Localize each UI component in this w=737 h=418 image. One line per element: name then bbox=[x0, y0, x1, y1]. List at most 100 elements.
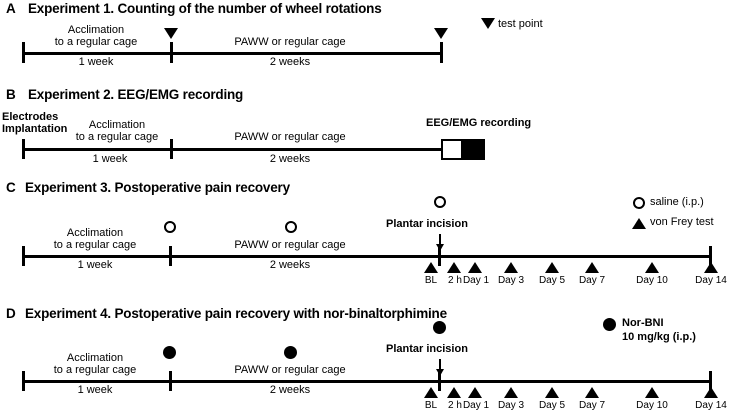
open-circle-icon-saline-incision bbox=[434, 196, 446, 208]
panel-d-phase2-duration: 2 weeks bbox=[269, 384, 311, 396]
panel-c-heading: Experiment 3. Postoperative pain recover… bbox=[25, 180, 290, 195]
panel-d-testpoint-2h: 2 h bbox=[448, 400, 462, 411]
panel-a-axis bbox=[22, 52, 443, 55]
panel-c-axis-end-cap bbox=[709, 246, 712, 266]
panel-b-recording-label: EEG/EMG recording bbox=[426, 117, 532, 129]
panel-a-axis-end-cap bbox=[440, 42, 443, 63]
triangle-up-icon-d-day3 bbox=[504, 387, 518, 398]
panel-c-phase1-line1: Acclimation bbox=[66, 227, 124, 239]
panel-c-testpoint-day7: Day 7 bbox=[578, 275, 606, 286]
panel-d-phase1-line2: to a regular cage bbox=[53, 364, 137, 376]
panel-b-axis bbox=[22, 148, 444, 151]
legend-label-testpoint: test point bbox=[498, 18, 543, 30]
triangle-up-icon-d-bl bbox=[424, 387, 438, 398]
panel-c-testpoint-bl: BL bbox=[424, 275, 438, 286]
panel-a-phase2-label: PAWW or regular cage bbox=[234, 36, 346, 48]
panel-b-phase1-duration: 1 week bbox=[92, 153, 128, 165]
panel-c-phase1-duration: 1 week bbox=[77, 259, 113, 271]
panel-d-tick-week1 bbox=[169, 371, 172, 391]
panel-b-letter: B bbox=[6, 87, 16, 102]
panel-c-axis bbox=[22, 255, 712, 258]
panel-b-phase2-duration: 2 weeks bbox=[269, 153, 311, 165]
legend-label-vonfrey: von Frey test bbox=[650, 216, 714, 228]
panel-b-phase2-label: PAWW or regular cage bbox=[234, 131, 346, 143]
legend-label-norbni-line1: Nor-BNI bbox=[622, 317, 664, 329]
triangle-down-icon-week3 bbox=[434, 28, 448, 39]
panel-c-phase2-label: PAWW or regular cage bbox=[234, 239, 346, 251]
panel-a-axis-start-cap bbox=[22, 42, 25, 63]
panel-b-start-label-line2: Implantation bbox=[2, 123, 68, 135]
panel-a-phase1-line1: Acclimation bbox=[67, 24, 125, 36]
panel-b-axis-start-cap bbox=[22, 139, 25, 159]
open-circle-icon-saline-week1 bbox=[164, 221, 176, 233]
panel-d-testpoint-day7: Day 7 bbox=[578, 400, 606, 411]
panel-d-tick-incision bbox=[438, 371, 441, 391]
triangle-up-icon-d-2h bbox=[447, 387, 461, 398]
legend-label-saline: saline (i.p.) bbox=[650, 196, 704, 208]
panel-d-testpoint-day14: Day 14 bbox=[695, 400, 727, 411]
legend-triangle-up-icon-vonfrey bbox=[632, 218, 646, 229]
panel-d-testpoint-day1: Day 1 bbox=[462, 400, 490, 411]
panel-c-testpoint-day5: Day 5 bbox=[538, 275, 566, 286]
panel-c-testpoint-day10: Day 10 bbox=[636, 275, 668, 286]
legend-label-norbni-line2: 10 mg/kg (i.p.) bbox=[622, 331, 696, 343]
filled-circle-icon-norbni-week2 bbox=[284, 346, 297, 359]
triangle-up-icon-d-day5 bbox=[545, 387, 559, 398]
triangle-up-icon-c-bl bbox=[424, 262, 438, 273]
panel-c-testpoint-2h: 2 h bbox=[448, 275, 462, 286]
panel-d-incision-label: Plantar incision bbox=[386, 343, 468, 355]
panel-c-testpoint-day14: Day 14 bbox=[695, 275, 727, 286]
triangle-up-icon-c-2h bbox=[447, 262, 461, 273]
triangle-up-icon-c-day1 bbox=[468, 262, 482, 273]
filled-circle-icon-norbni-week1 bbox=[163, 346, 176, 359]
panel-d-phase2-label: PAWW or regular cage bbox=[234, 364, 346, 376]
panel-a-phase2-duration: 2 weeks bbox=[269, 56, 311, 68]
panel-a-tick-week1 bbox=[170, 42, 173, 63]
triangle-down-icon-week1 bbox=[164, 28, 178, 39]
panel-d-phase1-line1: Acclimation bbox=[66, 352, 124, 364]
panel-c-letter: C bbox=[6, 180, 16, 195]
triangle-up-icon-c-day5 bbox=[545, 262, 559, 273]
legend-triangle-down-icon-testpoint bbox=[481, 18, 495, 29]
panel-c-tick-incision bbox=[438, 246, 441, 266]
panel-c-incision-arrow-icon bbox=[436, 234, 444, 251]
panel-b-tick-week1 bbox=[170, 139, 173, 159]
panel-a-phase1-duration: 1 week bbox=[78, 56, 114, 68]
panel-a-letter: A bbox=[6, 1, 16, 16]
panel-c-phase2-duration: 2 weeks bbox=[269, 259, 311, 271]
panel-c-tick-week1 bbox=[169, 246, 172, 266]
eeg-block-light bbox=[441, 139, 463, 160]
panel-d-axis-end-cap bbox=[709, 371, 712, 391]
triangle-up-icon-d-day10 bbox=[645, 387, 659, 398]
triangle-up-icon-c-day7 bbox=[585, 262, 599, 273]
panel-a-heading: Experiment 1. Counting of the number of … bbox=[28, 1, 382, 16]
panel-c-testpoint-day1: Day 1 bbox=[462, 275, 490, 286]
panel-d-axis-start-cap bbox=[22, 371, 25, 391]
panel-d-testpoint-day10: Day 10 bbox=[636, 400, 668, 411]
triangle-up-icon-c-day3 bbox=[504, 262, 518, 273]
panel-d-heading: Experiment 4. Postoperative pain recover… bbox=[25, 306, 447, 321]
panel-b-phase1-line1: Acclimation bbox=[88, 119, 146, 131]
panel-c-testpoint-day3: Day 3 bbox=[497, 275, 525, 286]
filled-circle-icon-norbni-incision bbox=[433, 321, 446, 334]
panel-d-letter: D bbox=[6, 306, 16, 321]
panel-d-phase1-duration: 1 week bbox=[77, 384, 113, 396]
eeg-block-dark bbox=[463, 139, 485, 160]
triangle-up-icon-d-day1 bbox=[468, 387, 482, 398]
panel-b-start-label-line1: Electrodes bbox=[2, 111, 59, 123]
panel-b-phase1-line2: to a regular cage bbox=[75, 131, 159, 143]
panel-d-testpoint-day5: Day 5 bbox=[538, 400, 566, 411]
panel-d-axis bbox=[22, 380, 712, 383]
panel-c-phase1-line2: to a regular cage bbox=[53, 239, 137, 251]
panel-c-incision-label: Plantar incision bbox=[386, 218, 468, 230]
panel-a-phase1-line2: to a regular cage bbox=[54, 36, 138, 48]
legend-open-circle-icon-saline bbox=[633, 197, 645, 209]
triangle-up-icon-d-day7 bbox=[585, 387, 599, 398]
legend-filled-circle-icon-norbni bbox=[603, 318, 616, 331]
triangle-up-icon-c-day10 bbox=[645, 262, 659, 273]
panel-d-testpoint-bl: BL bbox=[424, 400, 438, 411]
open-circle-icon-saline-week2 bbox=[285, 221, 297, 233]
panel-d-incision-arrow-icon bbox=[436, 359, 444, 376]
triangle-up-icon-c-day14 bbox=[704, 262, 718, 273]
